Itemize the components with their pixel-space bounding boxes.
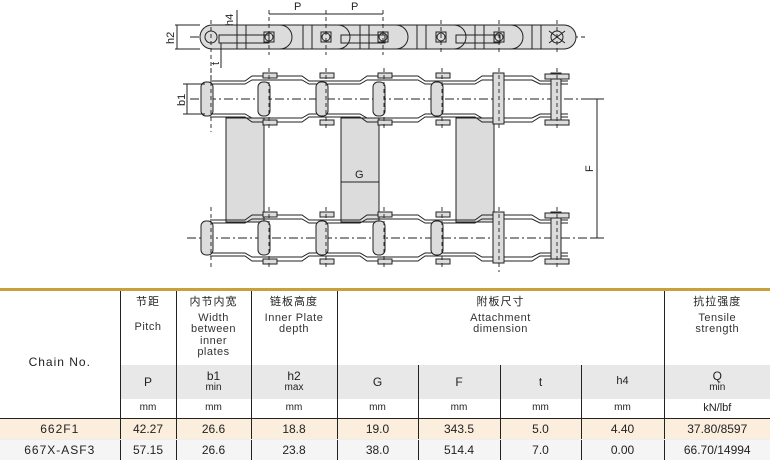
- pitch-label-1: P: [294, 1, 301, 13]
- header-attachment-dimension: 附板尺寸 Attachment dimension: [337, 291, 664, 365]
- unit-b1: mm: [176, 399, 251, 419]
- h2-label: h2: [165, 32, 177, 44]
- unit-chain-no: [0, 399, 120, 419]
- h4-cell: 4.40: [581, 419, 664, 440]
- plan-view: b1 G F: [176, 68, 604, 272]
- t-label: t: [210, 62, 222, 65]
- symbol-t: t: [500, 365, 581, 399]
- chain-spec-table: Chain No. 节距 Pitch 内节内宽 Width between in…: [0, 288, 770, 460]
- symbol-h4: h4: [581, 365, 664, 399]
- h2-cell: 23.8: [251, 440, 337, 460]
- unit-f: mm: [418, 399, 500, 419]
- unit-h4: mm: [581, 399, 664, 419]
- b1-cell: 26.6: [176, 440, 251, 460]
- header-width-between-inner-plates: 内节内宽 Width between inner plates: [176, 291, 251, 365]
- symbol-f: F: [418, 365, 500, 399]
- symbol-p: P: [120, 365, 176, 399]
- lower-chain-strand: [187, 207, 600, 272]
- header-pitch: 节距 Pitch: [120, 291, 176, 365]
- chain-no-cell: 667X-ASF3: [0, 440, 120, 460]
- unit-t: mm: [500, 399, 581, 419]
- b1-label: b1: [176, 94, 188, 106]
- unit-p: mm: [120, 399, 176, 419]
- table-row: 667X-ASF3 57.15 26.6 23.8 38.0 514.4 7.0…: [0, 440, 770, 460]
- f-label: F: [584, 165, 596, 172]
- t-cell: 5.0: [500, 419, 581, 440]
- b1-cell: 26.6: [176, 419, 251, 440]
- attachment-slat-1: [226, 118, 264, 222]
- f-cell: 343.5: [418, 419, 500, 440]
- g-cell: 19.0: [337, 419, 418, 440]
- header-chain-no: Chain No.: [0, 291, 120, 399]
- pitch-cell: 57.15: [120, 440, 176, 460]
- q-cell: 37.80/8597: [664, 419, 770, 440]
- q-cell: 66.70/14994: [664, 440, 770, 460]
- attachment-slat-3: [456, 118, 494, 222]
- side-view: P P h2 h4 t: [165, 1, 585, 80]
- chain-technical-drawing: .o { stroke: #222; stroke-width: 1; fill…: [0, 0, 770, 288]
- table-row: 662F1 42.27 26.6 18.8 19.0 343.5 5.0 4.4…: [0, 419, 770, 440]
- symbol-g: G: [337, 365, 418, 399]
- unit-g: mm: [337, 399, 418, 419]
- pitch-cell: 42.27: [120, 419, 176, 440]
- unit-h2: mm: [251, 399, 337, 419]
- chain-no-cell: 662F1: [0, 419, 120, 440]
- header-tensile-strength: 抗拉强度 Tensile strength: [664, 291, 770, 365]
- h4-label: h4: [224, 14, 236, 26]
- pitch-label-2: P: [351, 1, 358, 13]
- g-cell: 38.0: [337, 440, 418, 460]
- g-label: G: [355, 169, 364, 181]
- f-cell: 514.4: [418, 440, 500, 460]
- header-inner-plate-depth: 链板高度 Inner Plate depth: [251, 291, 337, 365]
- h4-cell: 0.00: [581, 440, 664, 460]
- h2-cell: 18.8: [251, 419, 337, 440]
- t-cell: 7.0: [500, 440, 581, 460]
- unit-q: kN/lbf: [664, 399, 770, 419]
